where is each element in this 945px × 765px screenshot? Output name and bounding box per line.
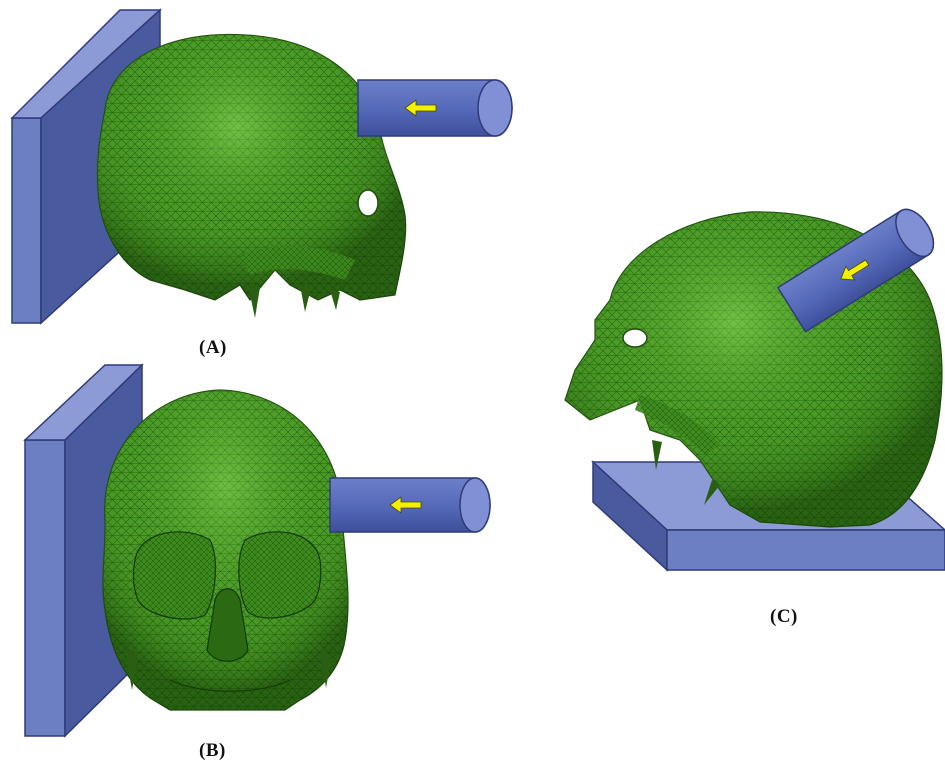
skull-mesh-lateral (97, 34, 405, 318)
panel-label-b: (B) (199, 740, 226, 762)
impactor-b (330, 478, 490, 532)
skull-mesh-frontal (103, 390, 348, 710)
panel-label-a: (A) (199, 337, 227, 359)
panel-c (565, 203, 945, 570)
impactor-a (358, 80, 512, 136)
panel-label-c: (C) (770, 606, 798, 628)
panel-b (25, 365, 490, 736)
panel-a (12, 10, 512, 323)
